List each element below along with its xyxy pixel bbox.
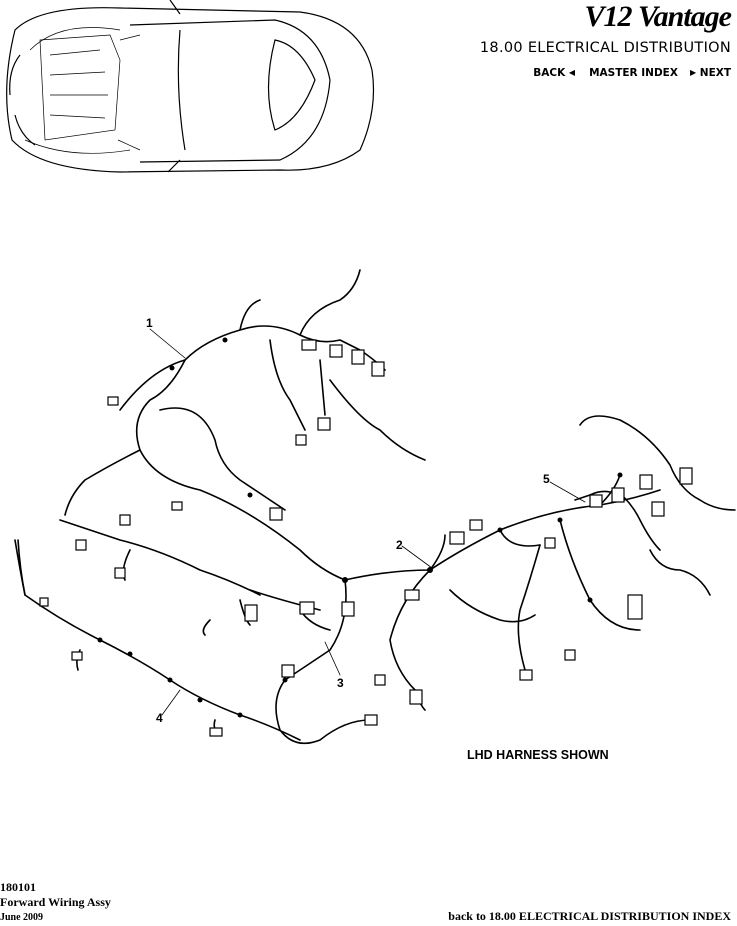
next-label: NEXT <box>699 67 731 79</box>
part-name: Forward Wiring Assy <box>0 895 111 909</box>
callout-5: 5 <box>543 472 550 486</box>
publication-date: June 2009 <box>0 912 44 923</box>
car-top-view-illustration <box>6 0 375 173</box>
wiring-harness-diagram <box>14 269 736 745</box>
section-title: 18.00 ELECTRICAL DISTRIBUTION <box>479 40 731 56</box>
callout-2: 2 <box>396 538 403 552</box>
nav-links: BACK ◀ MASTER INDEX ▶ NEXT <box>533 67 731 79</box>
callout-3: 3 <box>337 676 344 690</box>
triangle-left-icon: ◀ <box>568 68 576 77</box>
brand-logo: V12 Vantage <box>584 0 732 33</box>
next-link[interactable]: ▶ NEXT <box>690 67 731 79</box>
callout-1: 1 <box>146 316 153 330</box>
part-code: 180101 <box>0 880 36 894</box>
master-index-link[interactable]: MASTER INDEX <box>589 67 678 79</box>
back-link[interactable]: BACK ◀ <box>533 67 575 79</box>
callout-4: 4 <box>156 711 163 725</box>
triangle-right-icon: ▶ <box>689 68 697 77</box>
harness-note: LHD HARNESS SHOWN <box>467 748 609 762</box>
back-label: BACK <box>533 67 566 79</box>
back-to-index-link[interactable]: back to 18.00 ELECTRICAL DISTRIBUTION IN… <box>448 909 731 923</box>
